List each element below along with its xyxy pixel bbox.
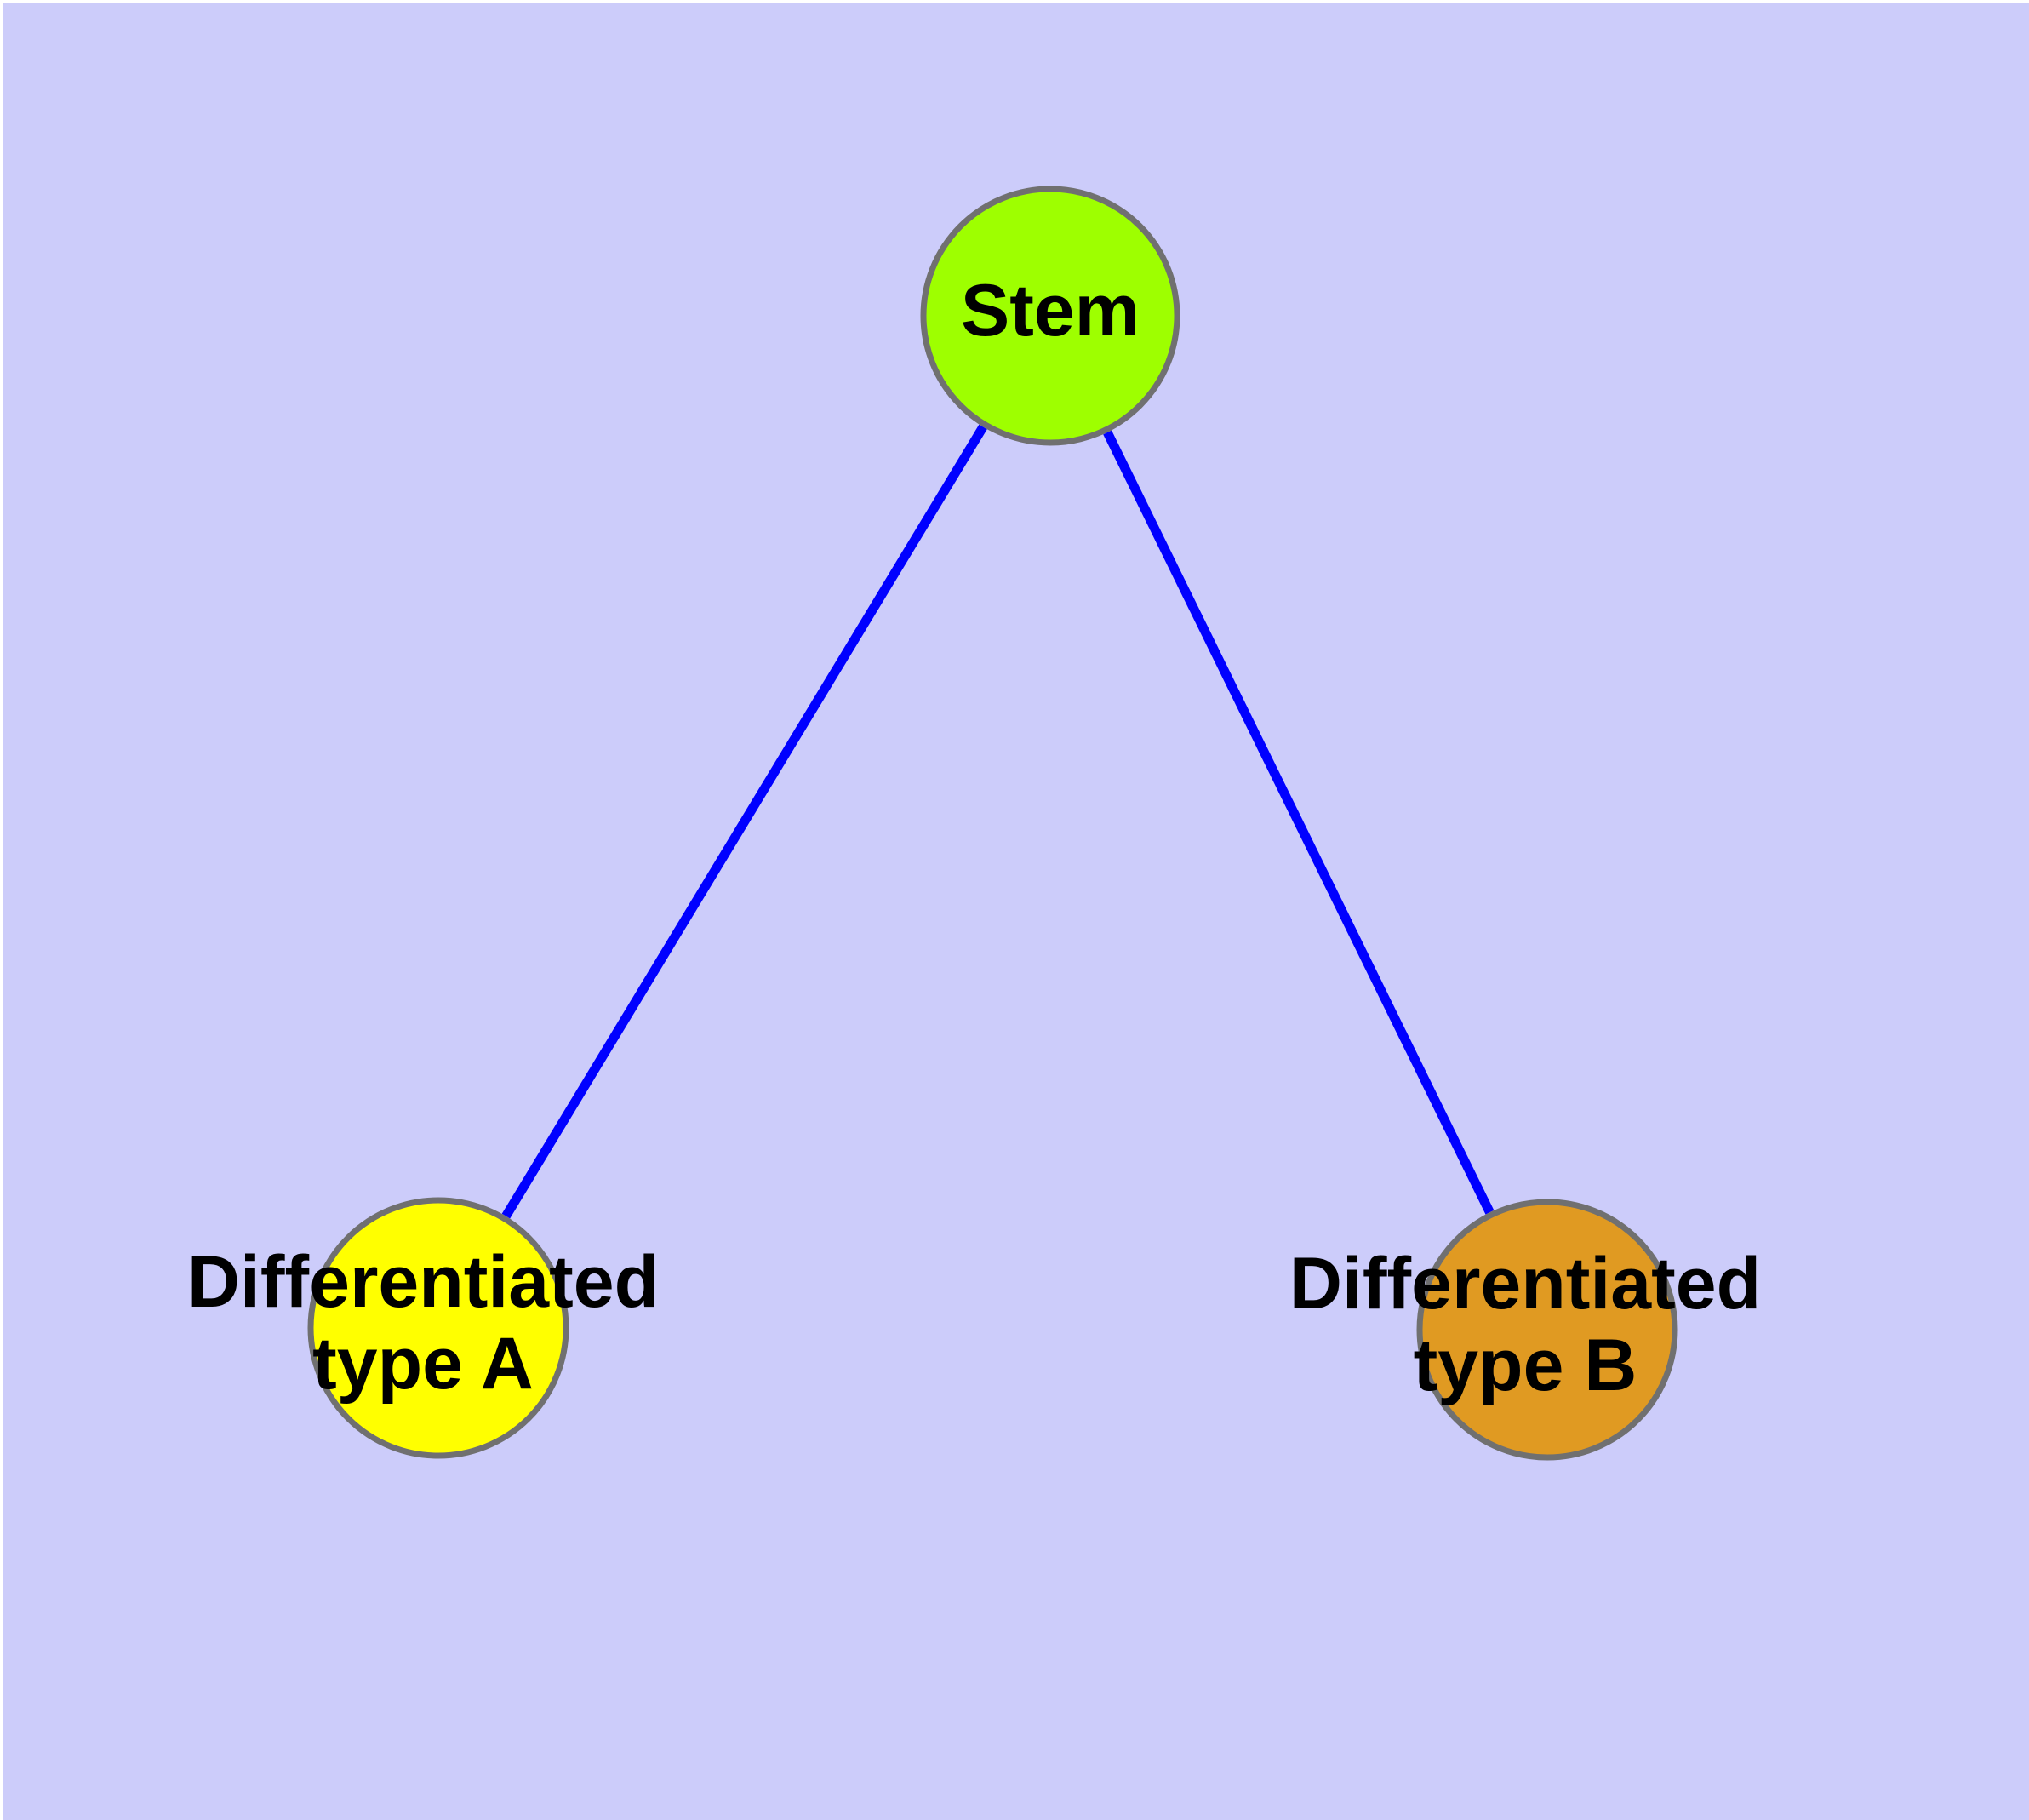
graph-node-diff_a[interactable]	[307, 1197, 569, 1459]
edge-layer	[501, 424, 1495, 1219]
graph-node-stem[interactable]	[920, 186, 1180, 446]
label-line: Differentiated	[187, 1241, 659, 1323]
graph-node-diff_b[interactable]	[1416, 1199, 1678, 1461]
graph-edge[interactable]	[1103, 430, 1495, 1215]
graph-node-label-stem: Stem	[961, 270, 1140, 352]
label-line: type A	[312, 1323, 534, 1405]
label-line: type B	[1414, 1325, 1637, 1406]
node-layer	[307, 186, 1678, 1461]
graph-edge[interactable]	[501, 424, 987, 1219]
label-line: Stem	[961, 270, 1140, 352]
label-line: Differentiated	[1289, 1243, 1761, 1325]
